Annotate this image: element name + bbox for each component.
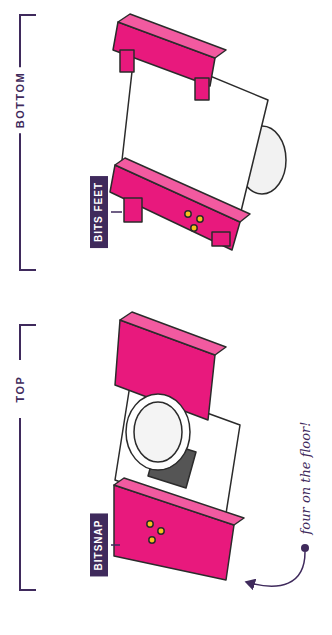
note-arrow [246,552,305,586]
part-tag: BITSNAP [90,514,108,577]
leader-line [111,544,120,546]
handwritten-note: four on the floor! [298,422,313,535]
bottom-view [110,14,286,250]
section-heading: BOTTOM [14,67,27,133]
part-name: BITS FEET [93,182,105,242]
part-name: BITSNAP [93,520,105,571]
section-heading: TOP [14,371,27,408]
note-dot [301,544,309,552]
part-tag: BITS FEET [90,176,108,248]
leader-line [111,211,122,213]
top-view [114,312,244,580]
